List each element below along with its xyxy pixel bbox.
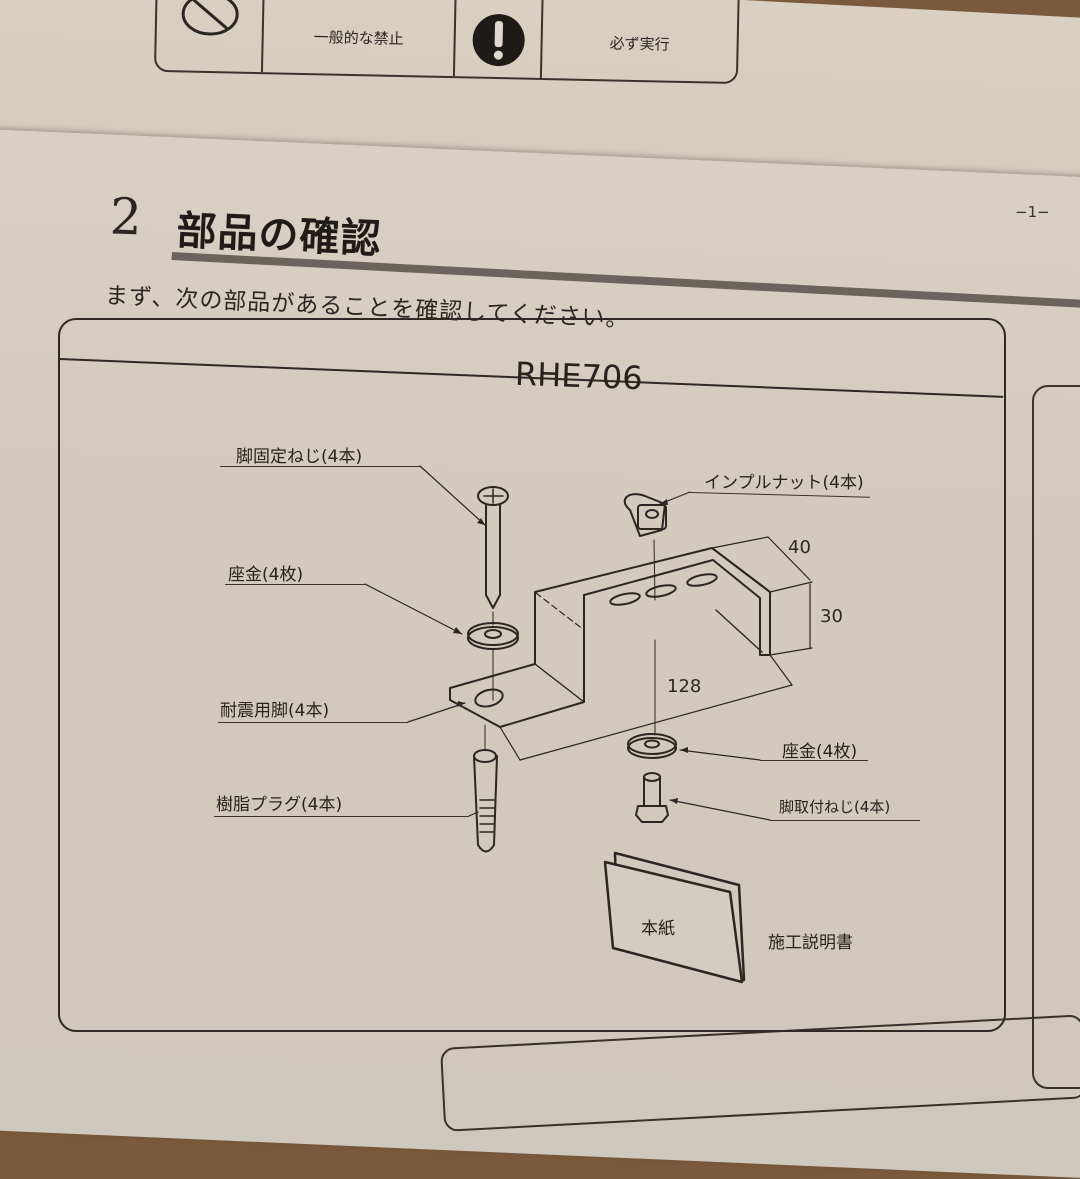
installation-manual-booklet-drawing <box>603 851 746 984</box>
leg-mounting-screw-drawing <box>635 772 669 823</box>
booklet-caption: 施工説明書 <box>768 933 853 953</box>
seismic-leg-bracket-drawing <box>449 547 771 728</box>
leader-underline <box>220 466 420 467</box>
prohibition-icon <box>181 0 239 36</box>
leg-fixing-screw-drawing <box>477 486 509 626</box>
symbol-legend-table: 一般的な禁止 必ず実行 <box>153 0 741 85</box>
leader-underline <box>760 760 868 761</box>
resin-plug-drawing <box>473 724 498 853</box>
part-label-leg-fixing-screw: 脚固定ねじ(4本) <box>236 447 363 467</box>
impull-nut-drawing <box>623 493 667 601</box>
page-number: −1− <box>1015 203 1050 221</box>
part-label-seismic-leg: 耐震用脚(4本) <box>220 701 330 721</box>
leader-underline <box>214 816 469 817</box>
dimension-height: 30 <box>820 606 843 627</box>
parts-list-box <box>58 318 1006 1032</box>
legend-icon-cell <box>155 0 266 73</box>
legend-icon-cell <box>454 0 545 78</box>
part-label-washer-bottom: 座金(4枚) <box>782 742 858 762</box>
part-label-washer-top: 座金(4枚) <box>228 565 304 585</box>
washer-bottom-drawing <box>627 639 677 759</box>
parts-illustration <box>364 465 813 984</box>
leader-underline <box>225 584 365 585</box>
part-label-leg-mounting-screw: 脚取付ねじ(4本) <box>779 798 891 816</box>
leader-underline <box>770 820 920 821</box>
leader-underline <box>218 722 408 723</box>
mandatory-exclamation-icon <box>472 14 525 67</box>
dimension-length: 128 <box>667 676 702 697</box>
booklet-cover-label: 本紙 <box>641 919 675 939</box>
dimension-width: 40 <box>788 537 811 558</box>
part-label-resin-plug: 樹脂プラグ(4本) <box>216 795 343 815</box>
part-label-impull-nut: インプルナット(4本) <box>704 473 864 493</box>
